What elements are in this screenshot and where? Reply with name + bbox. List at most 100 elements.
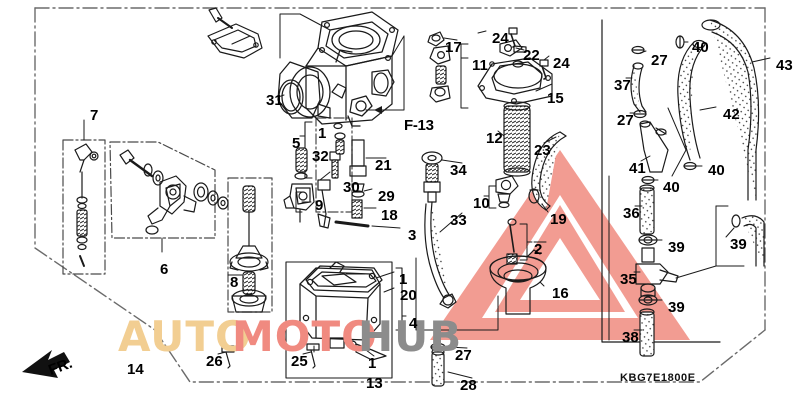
callout-number-12-29: 12 [486, 130, 503, 147]
callout-number-38-50: 38 [622, 329, 639, 346]
fr-arrow [22, 350, 70, 378]
callout-number-36-46: 36 [623, 205, 640, 222]
watermark-text-auto: AUTO [118, 312, 252, 361]
callout-number-26-14: 26 [206, 353, 223, 370]
diaphragm-cover-15 [477, 57, 553, 105]
clamp-40-a [675, 35, 685, 49]
spring-12 [503, 101, 531, 177]
bolt-24-a [508, 27, 518, 48]
callout-number-27-38: 27 [651, 52, 668, 69]
jet-needle [317, 179, 331, 229]
carb-stay [207, 7, 263, 59]
bracket-10 [483, 185, 497, 209]
callout-number-3-9: 3 [408, 227, 417, 244]
callout-number-39-47: 39 [668, 239, 685, 256]
callout-number-5-3: 5 [292, 135, 301, 152]
callout-number-20-18: 20 [400, 287, 417, 304]
subframe-right [601, 19, 721, 343]
callout-number-22-26: 22 [523, 47, 540, 64]
callout-number-16-36: 16 [552, 285, 569, 302]
callout-number-42-44: 42 [723, 106, 740, 123]
misc-hardware [329, 139, 370, 228]
callout-number-10-33: 10 [473, 195, 490, 212]
group-8-parts [229, 185, 269, 313]
callout-number-35-48: 35 [620, 271, 637, 288]
callout-number-6-10: 6 [160, 261, 169, 278]
callout-number-41-41: 41 [629, 160, 646, 177]
tube-23 [531, 131, 567, 211]
callout-number-39-51: 39 [730, 236, 747, 253]
callout-number-33-32: 33 [450, 212, 467, 229]
group-box-7 [62, 139, 106, 275]
group-7-parts [74, 143, 99, 267]
callout-number-21-5: 21 [375, 157, 392, 174]
callout-number-13-17: 13 [366, 375, 383, 392]
tube-43 [701, 19, 760, 201]
watermark-text-hub: HUB [358, 312, 463, 361]
clamp-39-a [638, 234, 658, 246]
group-box-6 [109, 141, 216, 239]
clamp-27-a [631, 45, 645, 55]
clamp-39-b [638, 294, 658, 306]
callout-number-37-37: 37 [614, 77, 631, 94]
callout-number-24-27: 24 [553, 55, 570, 72]
callout-number-1-19: 1 [399, 271, 408, 288]
group-9-parts [283, 147, 315, 223]
callout-number-19-35: 19 [550, 211, 567, 228]
clamp-40-c [683, 161, 697, 171]
callout-number-1-16: 1 [368, 355, 377, 372]
watermark-text-moto: MOTO [232, 312, 378, 361]
clamp-40-b [641, 175, 655, 185]
callout-number-1-2: 1 [318, 125, 327, 142]
callout-number-39-49: 39 [668, 299, 685, 316]
callout-number-27-21: 27 [455, 347, 472, 364]
callout-number-23-30: 23 [534, 142, 551, 159]
small-parts-1-32 [333, 122, 346, 155]
callout-number-25-15: 25 [291, 353, 308, 370]
callout-number-15-28: 15 [547, 90, 564, 107]
callout-number-31-1: 31 [266, 92, 283, 109]
callout-number-9-12: 9 [315, 197, 324, 214]
group-6-parts [119, 149, 229, 235]
callout-number-32-4: 32 [312, 148, 329, 165]
box-float-chamber [285, 261, 393, 379]
callout-number-27-39: 27 [617, 112, 634, 129]
callout-number-29-7: 29 [378, 188, 395, 205]
bracket-2 [519, 223, 533, 261]
callout-number-7-0: 7 [90, 107, 99, 124]
callout-number-34-31: 34 [450, 162, 467, 179]
tube-37 [630, 62, 647, 113]
callout-number-8-11: 8 [230, 274, 239, 291]
callout-number-11-24: 11 [472, 57, 488, 74]
part-10 [495, 175, 519, 209]
fittings-11-17 [427, 31, 451, 103]
diagram-code: KBG7E1800E [620, 372, 696, 384]
valve-35 [635, 247, 679, 297]
group-box-8 [227, 177, 273, 313]
part-34-33 [421, 151, 457, 309]
tube-42 [677, 39, 706, 161]
callout-number-24-25: 24 [492, 30, 509, 47]
bolt-24-b [539, 59, 549, 80]
callout-number-28-22: 28 [460, 377, 477, 394]
callout-number-40-43: 40 [708, 162, 725, 179]
part-16 [489, 249, 547, 315]
callout-number-30-6: 30 [343, 179, 360, 196]
callout-number-18-8: 18 [381, 207, 398, 224]
callout-number-40-42: 40 [663, 179, 680, 196]
reference-label-f13: F-13 [404, 117, 434, 134]
leader-lines [217, 30, 771, 379]
screw-25 [306, 343, 320, 369]
diagram-frame [34, 7, 766, 383]
tube-28 [431, 348, 445, 387]
callout-number-14-13: 14 [127, 361, 144, 378]
f13-leader [365, 35, 405, 111]
float-chamber [299, 261, 387, 361]
bracket-11 [460, 43, 469, 109]
bracket-9 [295, 191, 312, 213]
clamp-19 [528, 188, 540, 204]
joint-41 [639, 120, 669, 173]
tube-38 [639, 308, 655, 357]
